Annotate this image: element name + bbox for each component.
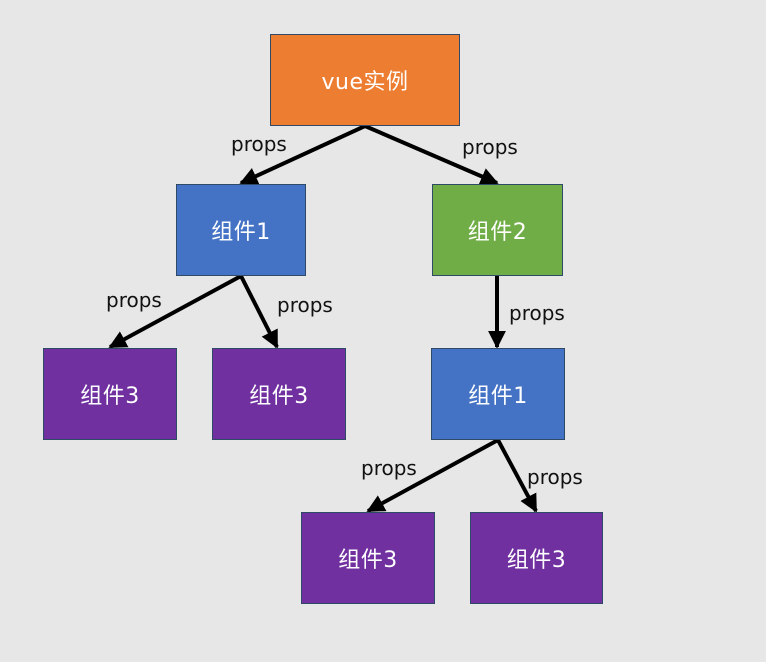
node-component-3-c: 组件3	[301, 512, 435, 604]
edge-component-1-to-component-3-b	[239, 275, 279, 349]
node-component-1: 组件1	[176, 184, 306, 276]
node-component-2: 组件2	[432, 184, 563, 276]
edge-label-props: props	[277, 293, 333, 317]
node-component-3-b: 组件3	[212, 348, 346, 440]
edge-label-props: props	[509, 301, 565, 325]
edge-component-1-to-component-3-a	[108, 274, 242, 349]
edge-root-to-component-1	[239, 124, 366, 185]
node-component-3-a: 组件3	[43, 348, 177, 440]
node-component-1-nested: 组件1	[431, 348, 565, 440]
edge-root-to-component-2	[364, 124, 499, 185]
edge-label-props: props	[231, 132, 287, 156]
edge-component-1-to-component-3-d	[496, 439, 538, 513]
edge-label-props: props	[527, 465, 583, 489]
node-component-3-d: 组件3	[470, 512, 603, 604]
edge-label-props: props	[106, 288, 162, 312]
node-vue-instance: vue实例	[270, 34, 460, 126]
edge-component-1-to-component-3-c	[366, 438, 499, 513]
edge-label-props: props	[361, 456, 417, 480]
edge-label-props: props	[462, 135, 518, 159]
